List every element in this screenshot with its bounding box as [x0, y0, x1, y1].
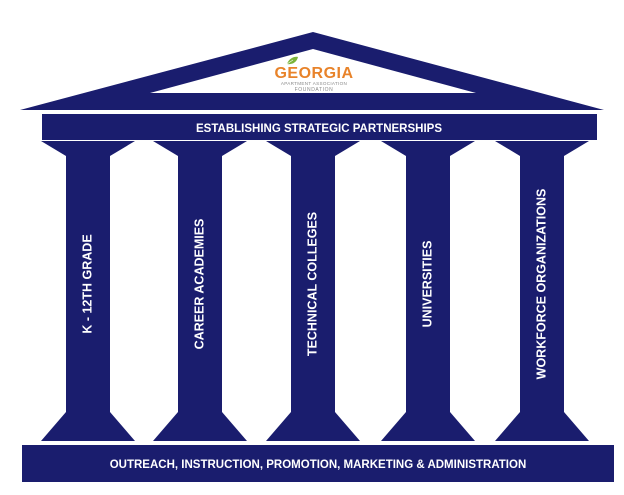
- foundation-label: OUTREACH, INSTRUCTION, PROMOTION, MARKET…: [110, 459, 527, 471]
- pillar-capital: [495, 141, 589, 156]
- pillar-base: [41, 412, 135, 441]
- pillar-shaft: [178, 156, 222, 412]
- logo-name: GEORGIA: [274, 65, 353, 82]
- pillar-shaft: [406, 156, 450, 412]
- logo: GEORGIA APARTMENT ASSOCIATION FOUNDATION: [274, 56, 353, 93]
- pillar-label: CAREER ACADEMIES: [192, 219, 206, 350]
- pillar-label: UNIVERSITIES: [420, 241, 434, 328]
- pillar-base: [266, 412, 360, 441]
- pillar: WORKFORCE ORGANIZATIONS: [495, 141, 589, 441]
- pillar-capital: [153, 141, 247, 156]
- roof: [20, 32, 604, 110]
- beam: ESTABLISHING STRATEGIC PARTNERSHIPS: [42, 114, 597, 140]
- pillar-shaft: [520, 156, 564, 412]
- pillar-base: [495, 412, 589, 441]
- pillar-shaft: [291, 156, 335, 412]
- pillar: K - 12TH GRADE: [41, 141, 135, 441]
- pillar-capital: [266, 141, 360, 156]
- pillar-label: WORKFORCE ORGANIZATIONS: [534, 189, 548, 380]
- foundation: OUTREACH, INSTRUCTION, PROMOTION, MARKET…: [22, 445, 614, 482]
- pillar: TECHNICAL COLLEGES: [266, 141, 360, 441]
- beam-label: ESTABLISHING STRATEGIC PARTNERSHIPS: [196, 123, 442, 135]
- pillar-base: [381, 412, 475, 441]
- pillar-label: K - 12TH GRADE: [80, 234, 94, 333]
- pillars: K - 12TH GRADE CAREER ACADEMIES TECHNICAL …: [41, 141, 589, 441]
- pillar-base: [153, 412, 247, 441]
- leaf-icon: [286, 56, 298, 65]
- logo-line2: APARTMENT ASSOCIATION: [281, 81, 347, 86]
- pillar: UNIVERSITIES: [381, 141, 475, 441]
- pillar-capital: [381, 141, 475, 156]
- pillar: CAREER ACADEMIES: [153, 141, 247, 441]
- pillar-capital: [41, 141, 135, 156]
- pillar-label: TECHNICAL COLLEGES: [305, 212, 319, 356]
- foundation-bar: [22, 445, 614, 482]
- beam-bar: [42, 114, 597, 140]
- logo-line3: FOUNDATION: [295, 87, 334, 93]
- roof-inner: [150, 49, 476, 93]
- pillar-shaft: [66, 156, 110, 412]
